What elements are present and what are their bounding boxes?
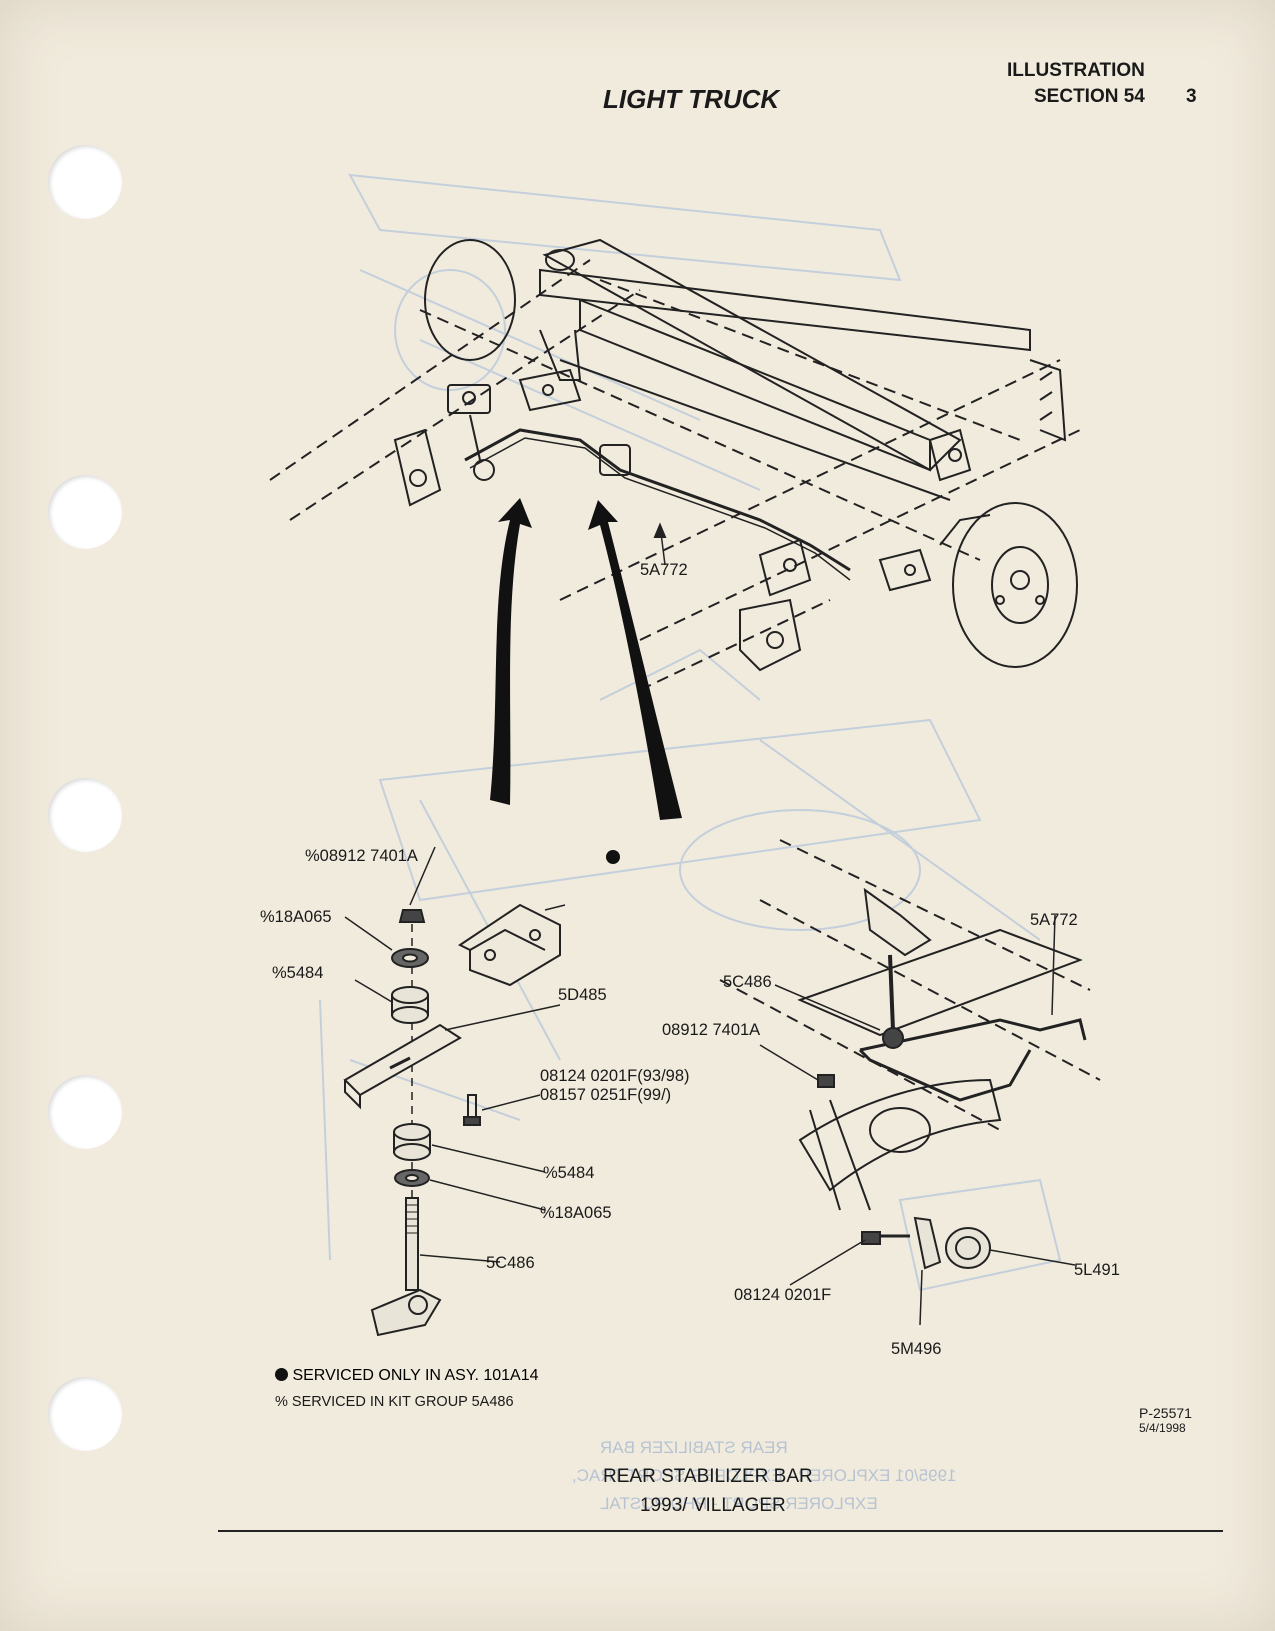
part-label-upper-bar: 5A772: [640, 561, 688, 579]
part-label-bushing-right: 5L491: [1074, 1261, 1120, 1279]
note-serviced-kit: % SERVICED IN KIT GROUP 5A486: [275, 1394, 514, 1410]
bullet-icon: [275, 1368, 288, 1381]
part-label-bushing-top: %5484: [272, 964, 324, 982]
part-label-link-left: 5C486: [486, 1254, 535, 1272]
part-label-bushing-bottom: %5484: [543, 1164, 595, 1182]
callout-arrows: [490, 498, 682, 820]
exploded-link-assembly: [343, 846, 566, 1337]
installed-stabilizer-view: [719, 839, 1101, 1326]
footer-rule: [218, 1530, 1223, 1532]
part-label-washer-bottom: %18A065: [540, 1204, 612, 1222]
part-label-bolt-right: 08124 0201F: [734, 1286, 832, 1304]
punch-hole: [48, 1075, 122, 1149]
punch-hole: [48, 145, 122, 219]
caption-title: REAR STABILIZER BAR: [603, 1466, 813, 1487]
section-label: SECTION 54: [1034, 86, 1145, 107]
part-label-bracket: 5D485: [558, 986, 607, 1004]
bleed-through-artwork: [319, 173, 1062, 1292]
punch-hole: [48, 1377, 122, 1451]
caption-model: 1993/ VILLAGER: [640, 1495, 786, 1516]
part-label-bar-right: 5A772: [1030, 911, 1078, 929]
illustration-date: 5/4/1998: [1139, 1421, 1186, 1435]
illustration-part-number: P-25571: [1139, 1405, 1192, 1421]
part-label-nut-top: %08912 7401A: [305, 847, 418, 865]
part-label-clamp: 5M496: [891, 1340, 942, 1358]
part-label-bolt-line1: 08124 0201F(93/98): [540, 1067, 690, 1085]
part-label-washer-top: %18A065: [260, 908, 332, 926]
upper-frame-assembly: [269, 238, 1081, 691]
punch-hole: [48, 475, 122, 549]
part-label-link-right: 5C486: [723, 973, 772, 991]
part-label-bolt-line2: 08157 0251F(99/): [540, 1086, 672, 1104]
punch-hole: [48, 778, 122, 852]
page-number: 3: [1186, 86, 1197, 107]
page-title: LIGHT TRUCK: [603, 84, 780, 114]
part-label-nut-right: 08912 7401A: [662, 1021, 761, 1039]
illustration-label: ILLUSTRATION: [1007, 60, 1145, 81]
note-serviced-assembly: SERVICED ONLY IN ASY. 101A14: [275, 1367, 539, 1385]
note-serviced-assembly-text: SERVICED ONLY IN ASY. 101A14: [292, 1367, 539, 1384]
serviced-in-assembly-marker: [606, 850, 620, 864]
